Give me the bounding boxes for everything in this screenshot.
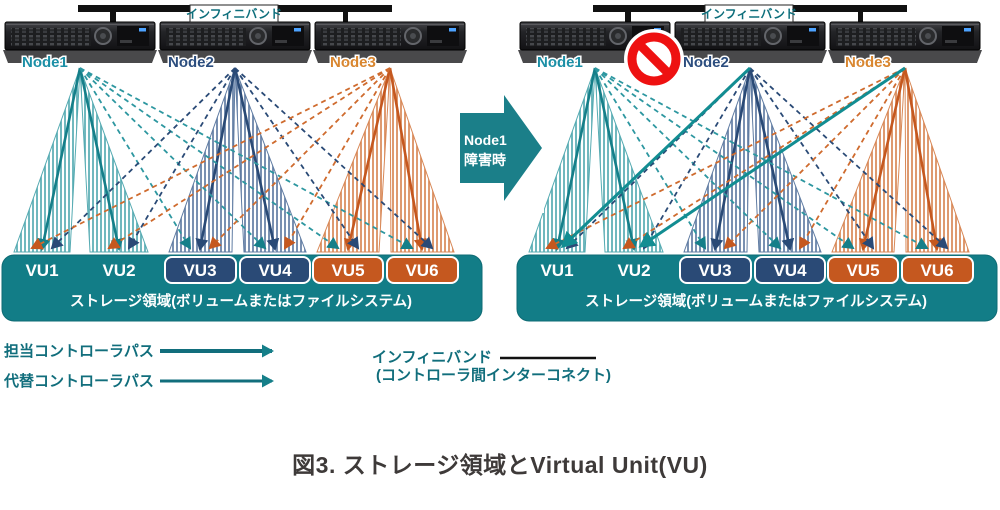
figure-caption: 図3. ストレージ領域とVirtual Unit(VU): [292, 452, 708, 478]
node1-label: Node1: [537, 54, 583, 71]
vu6-label: VU6: [920, 261, 953, 280]
vu3-label: VU3: [698, 261, 731, 280]
transition-label-line1: Node1: [464, 132, 507, 148]
alternate-path-lines: [30, 67, 434, 250]
server-node3: [313, 21, 467, 63]
vu-boxes: [164, 256, 459, 284]
assigned-path-arrows: [37, 67, 427, 251]
storage-area-label: ストレージ領域(ボリュームまたはファイルシステム): [585, 292, 927, 310]
vu1-label: VU1: [25, 261, 58, 280]
takeover-path-arrows: [560, 66, 906, 249]
node2-label: Node2: [168, 54, 214, 71]
vu4-label: VU4: [258, 261, 292, 280]
legend-infiniband-label-line2: (コントローラ間インターコネクト): [376, 367, 611, 384]
diagram-normal: VU1 VU2 VU3 VU4 VU5 VU6 ストレージ領域(ボリュームまたは…: [1, 4, 483, 322]
vu2-label: VU2: [617, 261, 650, 280]
node1-label: Node1: [22, 54, 68, 71]
assigned-path-arrows: [552, 67, 942, 251]
infiniband-label-box: インフィニバンド: [701, 4, 797, 23]
server-node2: [673, 21, 827, 63]
block-arrow-shape: [460, 95, 542, 201]
node2-label: Node2: [683, 54, 729, 71]
vu-boxes: [679, 256, 974, 284]
legend-alternate-path-label: 代替コントローラパス: [3, 372, 154, 390]
infiniband-label: インフィニバンド: [701, 7, 797, 21]
vu1-label: VU1: [540, 261, 573, 280]
legend-assigned-path-label: 担当コントローラパス: [4, 342, 154, 360]
transition-arrow: Node1 障害時: [452, 83, 544, 213]
vu2-label: VU2: [102, 261, 135, 280]
vu3-label: VU3: [183, 261, 216, 280]
vu5-label: VU5: [331, 261, 364, 280]
legend: 担当コントローラパス 代替コントローラパス インフィニバンド (コントローラ間イ…: [0, 336, 660, 402]
infiniband-label-box: インフィニバンド: [186, 4, 282, 23]
vu4-label: VU4: [773, 261, 807, 280]
server-node3: [828, 21, 982, 63]
panel-node1-failure: VU1 VU2 VU3 VU4 VU5 VU6 ストレージ領域(ボリュームまたは…: [515, 2, 1000, 334]
node3-label: Node3: [330, 54, 376, 71]
storage-area-label: ストレージ領域(ボリュームまたはファイルシステム): [70, 292, 412, 310]
diagram-failure: VU1 VU2 VU3 VU4 VU5 VU6 ストレージ領域(ボリュームまたは…: [516, 4, 998, 322]
server-node1: [3, 21, 157, 63]
panel-normal-state: VU1 VU2 VU3 VU4 VU5 VU6 ストレージ領域(ボリュームまたは…: [0, 2, 485, 334]
vu5-label: VU5: [846, 261, 879, 280]
infiniband-label: インフィニバンド: [186, 7, 282, 21]
vu6-label: VU6: [405, 261, 438, 280]
transition-label-line2: 障害時: [464, 152, 506, 168]
prohibition-icon: [624, 29, 684, 89]
node3-label: Node3: [845, 54, 891, 71]
legend-infiniband-label-line1: インフィニバンド: [372, 349, 492, 366]
